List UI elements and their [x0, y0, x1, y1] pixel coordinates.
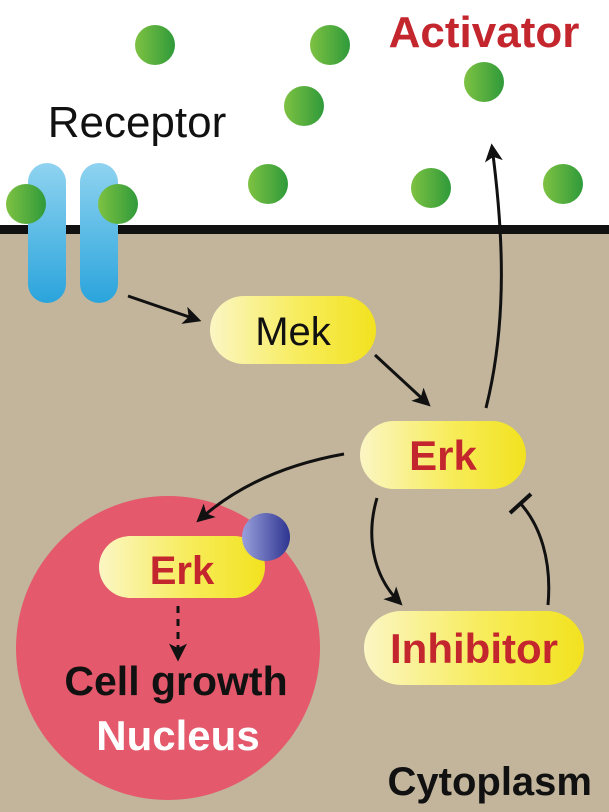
cell-membrane — [0, 225, 609, 234]
receptor-icon — [6, 163, 138, 303]
ligand-icon — [284, 86, 324, 126]
cell-growth-label: Cell growth — [64, 658, 287, 704]
ligand-icon — [411, 168, 451, 208]
inhibitor-label: Inhibitor — [390, 625, 558, 672]
inhibitor-pill — [364, 611, 584, 685]
ligand-icon — [464, 62, 504, 102]
erk-nucleus-pill — [99, 536, 265, 598]
ligand-icon — [135, 25, 175, 65]
ligand-icon — [310, 25, 350, 65]
activator-label: Activator — [389, 8, 580, 57]
activator-ligands — [135, 25, 583, 208]
erk-to-nucleus-arrow — [196, 452, 345, 523]
ligand-icon — [248, 164, 288, 204]
phosphate-icon — [242, 513, 290, 561]
erk-nucleus-label: Erk — [150, 549, 215, 593]
mek-pill — [210, 296, 376, 364]
cytoplasm-label: Cytoplasm — [388, 760, 593, 804]
receptor-label: Receptor — [48, 98, 227, 147]
erk-cytoplasm-pill — [360, 421, 526, 489]
inhibition-bar — [508, 492, 533, 515]
receptor-to-mek-arrow — [127, 294, 202, 324]
mek-to-erk-arrow — [373, 353, 431, 407]
ligand-icon — [543, 164, 583, 204]
nucleus-label: Nucleus — [96, 712, 259, 759]
mek-label: Mek — [255, 310, 332, 354]
erk-to-inhibitor-arrow — [370, 497, 403, 606]
erk-cytoplasm-label: Erk — [409, 432, 477, 479]
inhibitor-to-erk-inhibition — [518, 501, 551, 606]
erk-to-activator-arrow — [484, 143, 503, 409]
